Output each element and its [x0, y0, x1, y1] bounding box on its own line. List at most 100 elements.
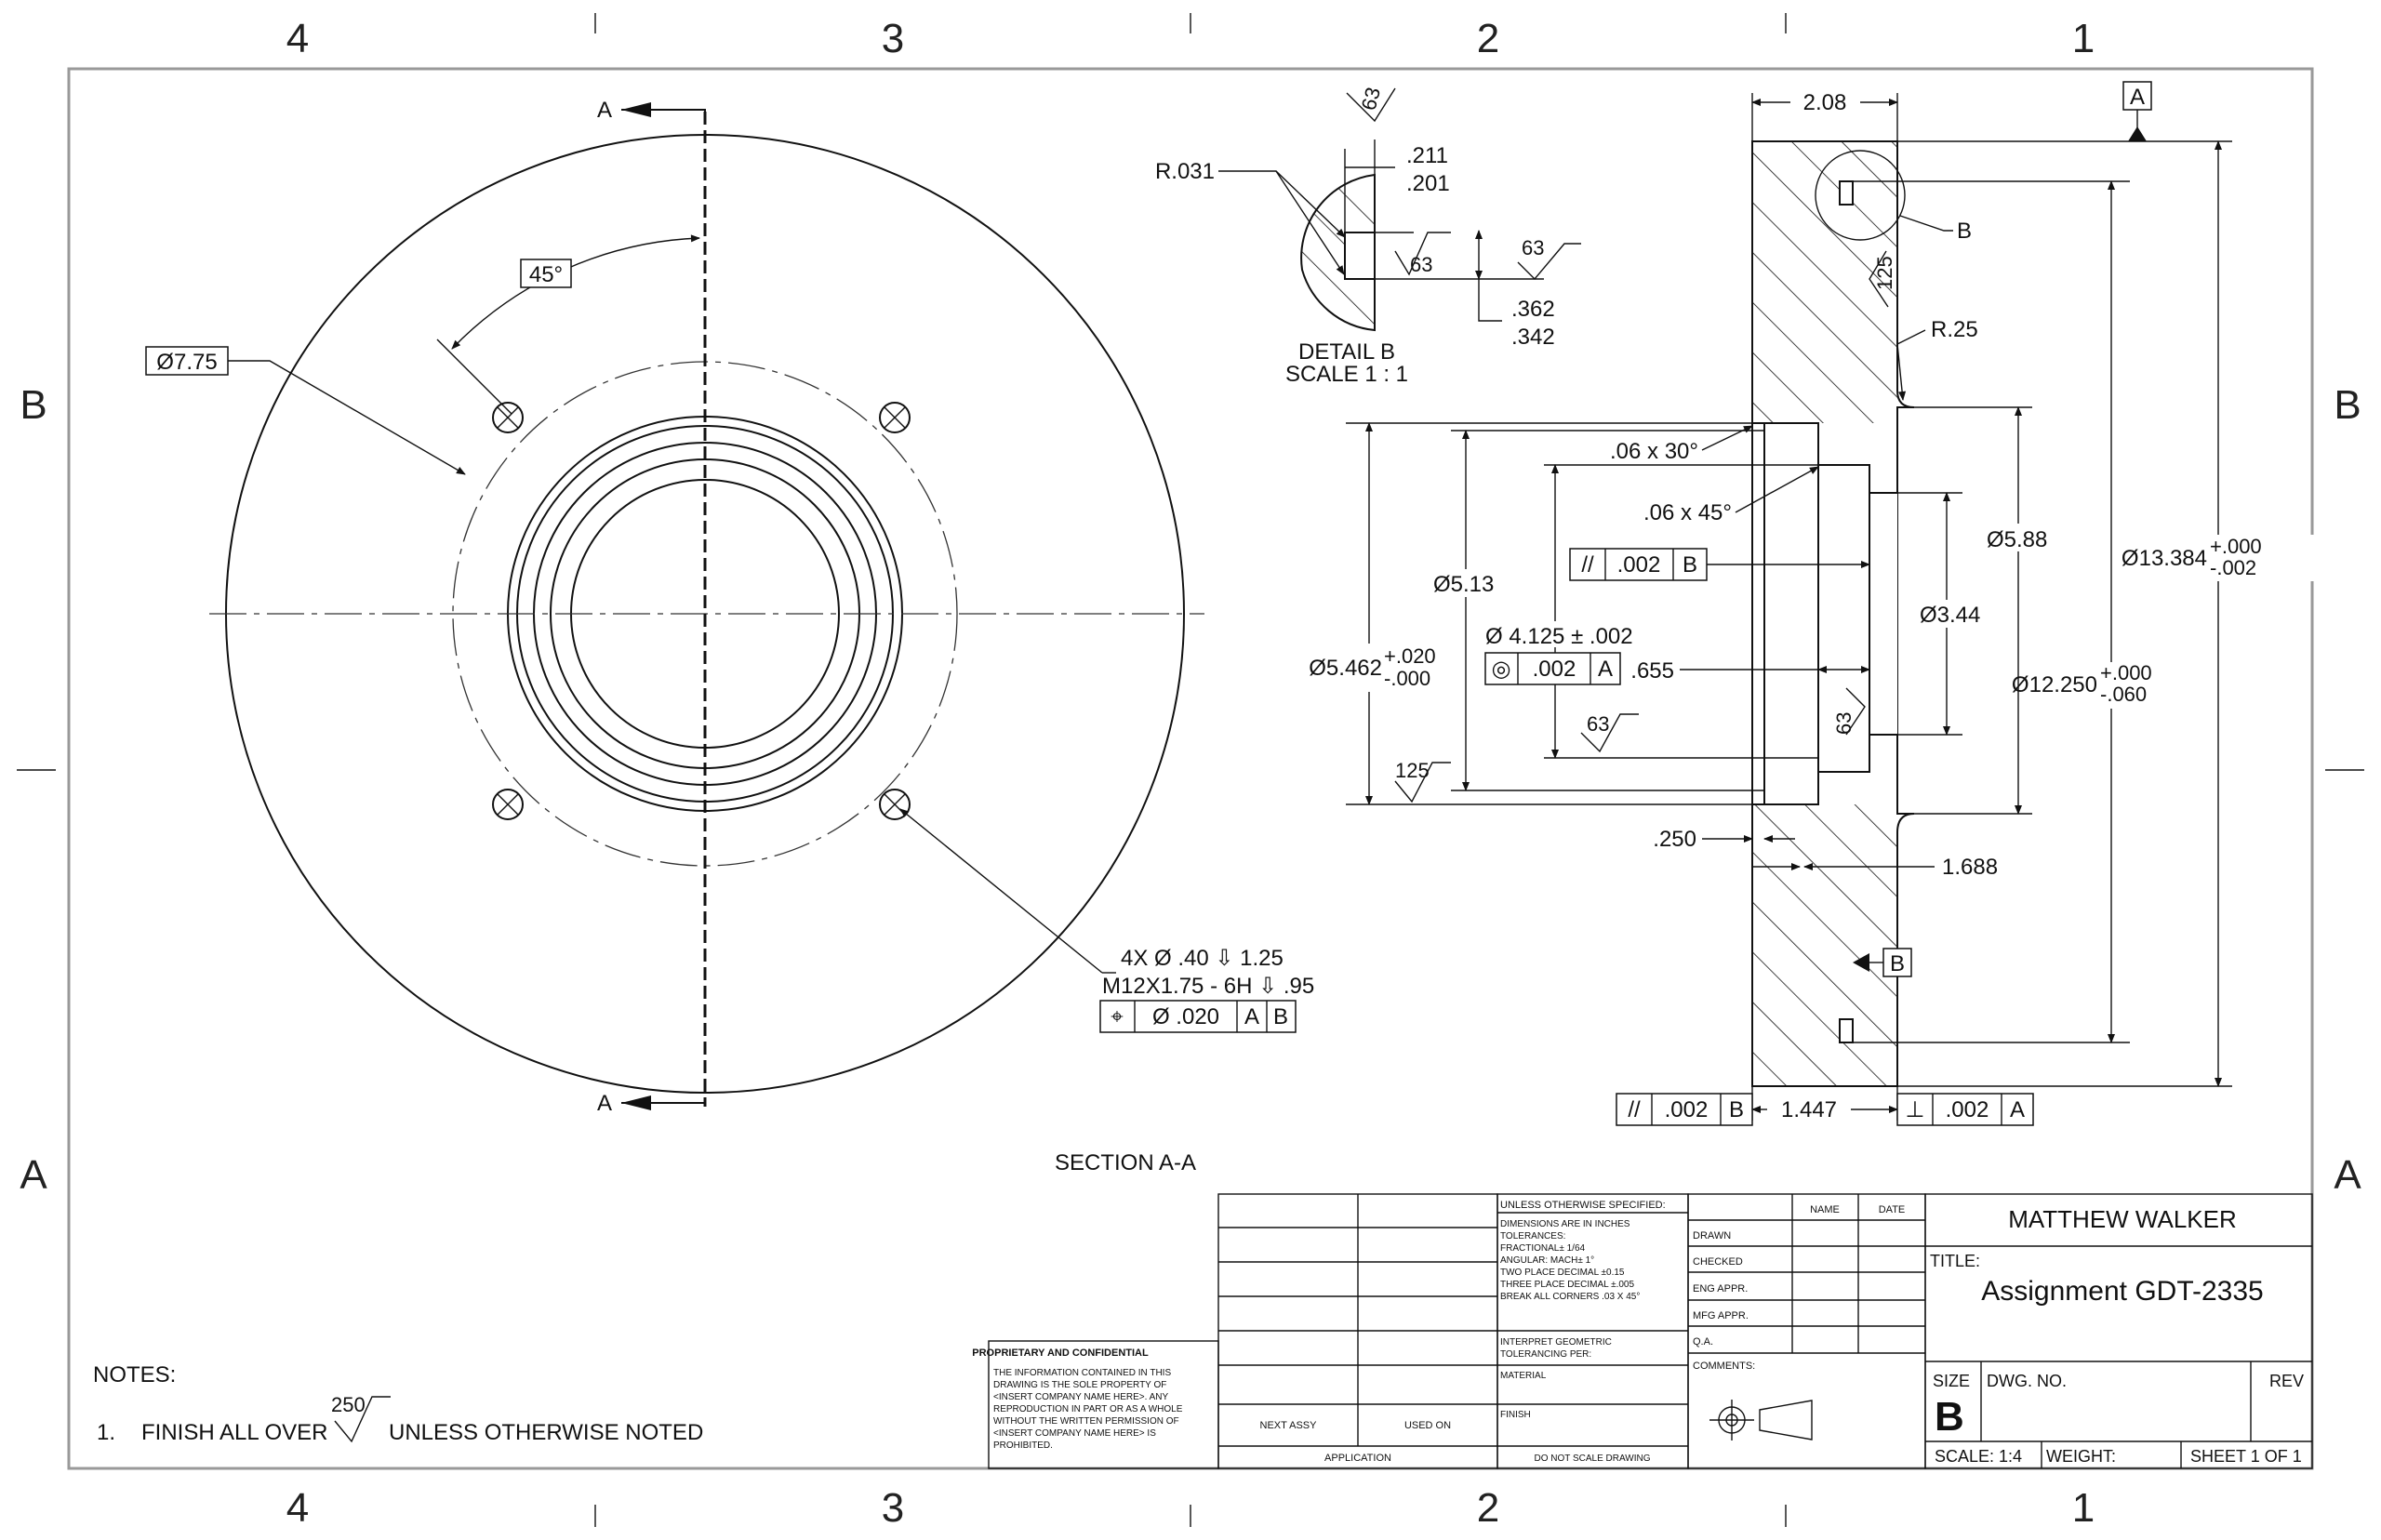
do-not-scale-label: DO NOT SCALE DRAWING	[1534, 1454, 1650, 1464]
detail-dim-top-upper: .211	[1406, 143, 1448, 168]
row-drawn: DRAWN	[1693, 1230, 1731, 1241]
svg-text:DRAWING IS THE SOLE PROPERTY O: DRAWING IS THE SOLE PROPERTY OF	[993, 1380, 1166, 1390]
next-assy-label: NEXT ASSY	[1260, 1420, 1318, 1431]
svg-text:THREE PLACE DECIMAL ±.005: THREE PLACE DECIMAL ±.005	[1500, 1280, 1634, 1290]
angle-label: 45°	[529, 262, 563, 287]
row-checked: CHECKED	[1693, 1256, 1743, 1268]
surface-finish-symbol	[334, 1396, 391, 1443]
perpendicularity-feature-control-frame: ⊥ .002 A	[1896, 1093, 2034, 1126]
dwg-no-label: DWG. NO.	[1987, 1372, 2067, 1390]
position-tolerance: Ø .020	[1152, 1004, 1219, 1029]
dia-5-462-tol-upper: +.020	[1384, 644, 1436, 668]
bolt-circle-value: 7.75	[174, 350, 218, 375]
concentricity-datum: A	[1598, 657, 1613, 682]
row-eng-appr: ENG APPR.	[1693, 1283, 1748, 1294]
dia-5-88: Ø5.88	[1987, 527, 2047, 552]
note-finish-value: 250	[331, 1393, 366, 1416]
zone-col-3-bottom: 3	[882, 1485, 904, 1531]
note-text-pre: FINISH ALL OVER	[141, 1420, 328, 1445]
svg-text:THE INFORMATION CONTAINED IN T: THE INFORMATION CONTAINED IN THIS	[993, 1368, 1171, 1378]
size-label: SIZE	[1933, 1372, 1970, 1390]
dim-250: .250	[1653, 827, 1696, 852]
svg-text:63: 63	[1587, 712, 1609, 736]
company-name: MATTHEW WALKER	[2008, 1205, 2237, 1233]
dia-4-125: Ø 4.125 ± .002	[1485, 624, 1633, 649]
svg-text:ANGULAR: MACH± 1°: ANGULAR: MACH± 1°	[1500, 1255, 1594, 1266]
parallelism-datum: B	[1683, 552, 1697, 578]
dia-12-250-tol-upper: +.000	[2100, 661, 2152, 684]
svg-text:PROHIBITED.: PROHIBITED.	[993, 1440, 1053, 1451]
chamfer-30: .06 x 30°	[1610, 439, 1698, 464]
hole-note-line2: M12X1.75 - 6H ⇩ .95	[1102, 974, 1314, 999]
diameter-symbol: Ø	[156, 350, 174, 375]
perpendicularity-symbol: ⊥	[1906, 1097, 1925, 1122]
dia-5-13: Ø5.13	[1433, 572, 1494, 597]
drawing-title: Assignment GDT-2335	[1981, 1276, 2263, 1307]
svg-text:INTERPRET GEOMETRIC: INTERPRET GEOMETRIC	[1500, 1337, 1612, 1348]
svg-text:DIMENSIONS ARE IN INCHES: DIMENSIONS ARE IN INCHES	[1500, 1219, 1630, 1229]
dia-12-250: Ø12.250	[2012, 672, 2097, 697]
dim-1-688: 1.688	[1942, 855, 1998, 880]
hole-callout: 4X Ø .40 ⇩ 1.25 M12X1.75 - 6H ⇩ .95 ⌖ Ø …	[899, 808, 1314, 1033]
svg-text:125: 125	[1873, 256, 1896, 290]
svg-text:<INSERT COMPANY NAME HERE>. A: <INSERT COMPANY NAME HERE>. ANY	[993, 1392, 1169, 1402]
detail-b-callout-circle	[1815, 150, 1906, 241]
application-label: APPLICATION	[1324, 1453, 1391, 1464]
dia-13-384: Ø13.384	[2122, 546, 2207, 571]
size-value: B	[1935, 1394, 1964, 1440]
detail-dim-top-lower: .201	[1406, 171, 1450, 196]
finish-label: FINISH	[1500, 1410, 1531, 1420]
front-view: A A 45° Ø7.75 4X Ø .40 ⇩ 1.25	[145, 98, 1314, 1175]
dia-13-384-tol-lower: -.002	[2210, 556, 2256, 579]
svg-text:TOLERANCING PER:: TOLERANCING PER:	[1500, 1349, 1591, 1360]
zone-col-1-top: 1	[2072, 16, 2095, 61]
svg-text:63: 63	[1410, 253, 1432, 276]
title-label: TITLE:	[1930, 1252, 1980, 1270]
svg-text:Ø7.75: Ø7.75	[156, 350, 217, 375]
svg-text:63: 63	[1522, 236, 1544, 259]
weight-label: WEIGHT:	[2046, 1447, 2116, 1466]
detail-dim-depth-lower: .342	[1511, 325, 1555, 350]
position-symbol: ⌖	[1111, 1004, 1124, 1029]
bolt-holes	[492, 402, 911, 820]
sheet-label: SHEET 1 OF 1	[2190, 1447, 2302, 1466]
svg-text:BREAK ALL CORNERS .03 X 45°: BREAK ALL CORNERS .03 X 45°	[1500, 1292, 1640, 1302]
zone-col-4-top: 4	[286, 16, 309, 61]
used-on-label: USED ON	[1404, 1420, 1451, 1431]
bolt-hole	[492, 789, 524, 820]
svg-text:125: 125	[1395, 759, 1430, 782]
surface-finish-symbol: 63	[1517, 236, 1581, 281]
position-datum-b: B	[1273, 1004, 1288, 1029]
bolt-hole	[492, 402, 524, 433]
detail-radius-label: R.031	[1155, 159, 1215, 184]
detail-scale: SCALE 1 : 1	[1285, 362, 1408, 387]
section-view-title: SECTION A-A	[1055, 1150, 1196, 1175]
bottom-parallelism-datum: B	[1729, 1097, 1744, 1122]
rev-label: REV	[2269, 1372, 2304, 1390]
section-arrow-bottom: A	[597, 1091, 705, 1116]
bolt-hole	[879, 789, 911, 820]
bottom-parallelism-feature-control-frame: // .002 B	[1616, 1093, 1753, 1126]
zone-row-a-left: A	[20, 1152, 47, 1198]
dia-5-462-tol-lower: -.000	[1384, 667, 1430, 690]
bottom-parallelism-tolerance: .002	[1665, 1097, 1709, 1122]
dia-3-44: Ø3.44	[1920, 603, 1980, 628]
section-arrow-top: A	[597, 98, 706, 123]
material-label: MATERIAL	[1500, 1371, 1547, 1381]
note-number: 1.	[97, 1420, 115, 1445]
bolt-circle-dimension: Ø7.75	[145, 346, 466, 475]
zone-row-a-right: A	[2334, 1152, 2361, 1198]
zone-row-b-right: B	[2334, 382, 2361, 428]
perpendicularity-tolerance: .002	[1946, 1097, 1989, 1122]
col-name-label: NAME	[1810, 1204, 1840, 1215]
datum-b-label: B	[1890, 951, 1905, 976]
parallelism-tolerance: .002	[1617, 552, 1661, 578]
detail-b-view: .211 .201 R.031 .362 .342 63 63 63 DETAI…	[1155, 85, 1581, 387]
col-date-label: DATE	[1879, 1204, 1906, 1215]
section-arrow-top-label: A	[597, 98, 612, 123]
chamfer-45: .06 x 45°	[1643, 500, 1732, 525]
notes-heading: NOTES:	[93, 1362, 176, 1387]
svg-text:TWO PLACE DECIMAL ±0.15: TWO PLACE DECIMAL ±0.15	[1500, 1268, 1625, 1278]
detail-title: DETAIL B	[1298, 339, 1395, 365]
